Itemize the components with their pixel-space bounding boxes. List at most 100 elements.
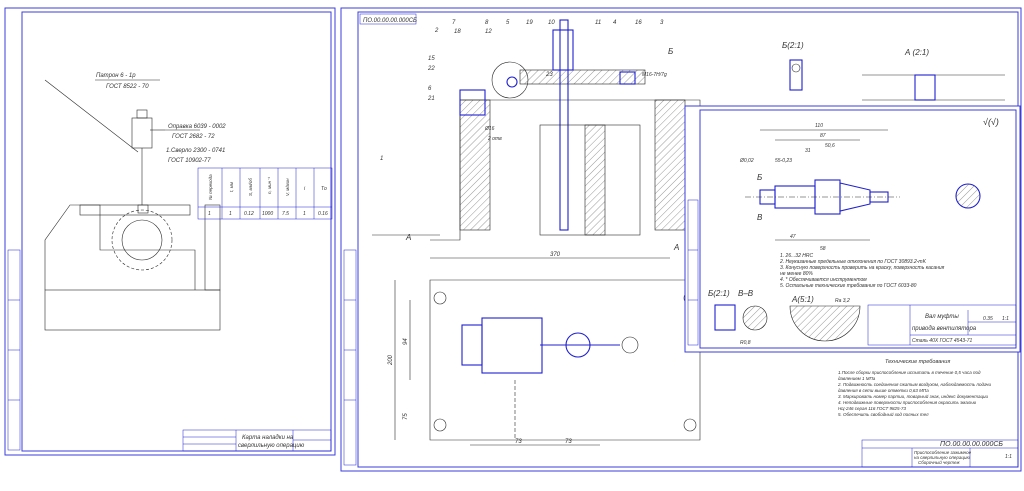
header-feed: S, мм/об (248, 178, 253, 196)
drawing-text: 31 (805, 148, 811, 154)
drawing-text: 73 (515, 439, 522, 445)
drawing-text: В (757, 213, 763, 222)
drawing-text: 8 (485, 20, 489, 26)
drawing-text: 1.После сборки приспособление испытать в… (838, 370, 981, 375)
drawing-text: 12 (485, 29, 492, 35)
header-step: № перехода (208, 174, 213, 200)
title-block: Карта наладки на сверлильную операцию (182, 429, 332, 452)
side-stamp-strips (7, 249, 21, 451)
drawing-text: 22 (427, 66, 435, 72)
drawing-text: М16-7Н/7g (642, 72, 667, 78)
value-step: 1 (208, 211, 211, 217)
roughness-symbol: √(√) (983, 117, 999, 127)
drawing-text: Б(2:1) (708, 289, 730, 298)
tech-req-title: Технические требования (885, 359, 950, 365)
drawing-text: 110 (815, 123, 823, 129)
mandrel-standard: ГОСТ 2682 - 72 (172, 134, 215, 140)
drawing-text: 370 (550, 252, 561, 258)
shaft-detail-sheet[interactable]: √(√) Б(2:1) В–В А(5:1) Б В 110 87 50,6 3… (684, 105, 1021, 353)
detail-labels: Б(2:1) В–В А(5:1) Б В 110 87 50,6 31 55-… (708, 123, 850, 346)
drawing-text: не менее 80% (780, 271, 813, 277)
value-passes: 1 (303, 211, 306, 217)
drawing-text: 75 (403, 413, 409, 420)
drawing-text: 2 (434, 28, 439, 34)
drawing-text: 4. * Обеспечивается инструментом (780, 277, 867, 283)
drawing-text: привода вентилятора (912, 326, 977, 332)
drawing-text: 94 (403, 338, 409, 345)
technical-requirements: Технические требования 1.После сборки пр… (837, 359, 991, 417)
drawing-text: НЦ-246 серая 116 ГОСТ 9825-73 (838, 406, 907, 411)
chuck-standard: ГОСТ 8522 - 70 (106, 84, 149, 90)
drawing-text: 87 (820, 133, 826, 139)
assembly-title-block: ПО.00.00.00.000СБ Приспособление зажимно… (861, 439, 1019, 468)
scale: 1:1 (1002, 316, 1009, 322)
drawing-text: 1 (380, 156, 383, 162)
section-mark-b: Б (668, 47, 673, 56)
detail-views-top: Б(2:1) А (2:1) (782, 41, 1005, 101)
drawing-text: 10 (548, 20, 555, 26)
drawing-text: 5. Обеспечить свободный ход полных тел (838, 411, 929, 417)
detail-title-block: Вал муфты привода вентилятора Сталь 40Х … (867, 304, 1017, 346)
value-speed: 1000 (262, 211, 273, 217)
drawing-text: 4. Неподвижные поверхности приспособлени… (838, 400, 977, 405)
drawing-text: 1:1 (1005, 454, 1012, 460)
drawing-text: 23 (545, 72, 553, 78)
drawing-text: А(5:1) (791, 295, 814, 304)
material: Сталь 40Х ГОСТ 4543-71 (912, 338, 972, 344)
header-time: Tо (321, 186, 327, 192)
cutting-mode-table: № перехода t, мм S, мм/об n, мин⁻¹ V, м/… (197, 167, 333, 220)
drawing-text: 200 (388, 354, 394, 366)
rotated-stamp: ПО.00.00.00.000СБ (363, 18, 417, 24)
drawing-text: 2. Подвижность соединения сжатым воздухо… (837, 382, 991, 387)
part-number-callouts: 2 7 18 8 12 5 19 10 11 4 16 3 15 22 6 21… (380, 20, 664, 162)
drawing-text: давлением 1 МПа (838, 376, 876, 381)
drawing-text: В–В (738, 289, 754, 298)
drill-standard: ГОСТ 10902-77 (168, 158, 211, 164)
drawing-text: Ø0,02 (739, 158, 754, 164)
note-5: 5. Остальные технические требования по Г… (780, 283, 917, 289)
drawing-text: 7 (452, 20, 456, 26)
header-passes: i (304, 186, 306, 192)
drawing-text: Ra 3,2 (835, 298, 850, 304)
setup-map-sheet[interactable]: Патрон 6 - 1р ГОСТ 8522 - 70 Оправка 603… (4, 7, 336, 456)
drawing-text: 15 (428, 56, 435, 62)
drawing-text: 18 (454, 29, 461, 35)
drawing-text: 2 отв (487, 136, 502, 142)
value-velocity: 7.5 (282, 211, 289, 217)
header-speed: n, мин⁻¹ (267, 177, 272, 194)
drawing-text: 58 (820, 246, 826, 252)
drawing-text: 4 (613, 20, 617, 26)
value-feed: 0.12 (244, 211, 254, 217)
drawing-text: Б(2:1) (782, 41, 804, 50)
drawing-text: давления в сети выше отметки 0,63 МПа (838, 388, 929, 393)
value-depth: 1 (229, 211, 232, 217)
drawing-code: ПО.00.00.00.000СБ (940, 441, 1003, 448)
dimension-labels: 370 200 94 75 73 73 М16-7Н/7g Ø16 2 отв (388, 72, 667, 445)
drawing-text: Приспособление зажимное (914, 450, 972, 455)
side-stamp-strips (343, 249, 357, 466)
mandrel-label: Оправка 6039 - 0002 (168, 124, 226, 130)
drawing-text: 3. Маркировать номер партии, товарный зн… (838, 393, 989, 399)
drawing-text: 50,6 (825, 143, 835, 149)
shaft-drawing (714, 129, 981, 342)
drawing-text: 3. Конусную поверхность проверить на кра… (780, 265, 945, 271)
drawing-text: R0,8 (740, 340, 751, 346)
title-line-1: Карта наладки на (242, 435, 294, 441)
side-stamp-strips (687, 199, 699, 346)
drawing-text: Сборочный чертеж (918, 459, 960, 465)
drawing-text: 11 (595, 20, 601, 26)
plan-view (394, 257, 701, 446)
setup-drawing (44, 79, 221, 331)
drawing-text: 16 (635, 20, 642, 26)
section-mark-a-right: А (673, 243, 679, 252)
drawing-text: Ø16 (484, 126, 495, 132)
detail-notes: 1. 26...32 HRC 2. Неуказанные предельные… (779, 253, 945, 289)
drawing-text: 2. Неуказанные предельные отклонения по … (779, 259, 927, 265)
drawing-text: А (2:1) (904, 48, 929, 57)
drawing-text: 47 (790, 234, 796, 240)
header-depth: t, мм (229, 182, 234, 192)
drawing-text: 1. 26...32 HRC (780, 253, 813, 259)
drawing-text: 55-0,23 (775, 158, 792, 164)
value-time: 0.16 (318, 211, 328, 217)
